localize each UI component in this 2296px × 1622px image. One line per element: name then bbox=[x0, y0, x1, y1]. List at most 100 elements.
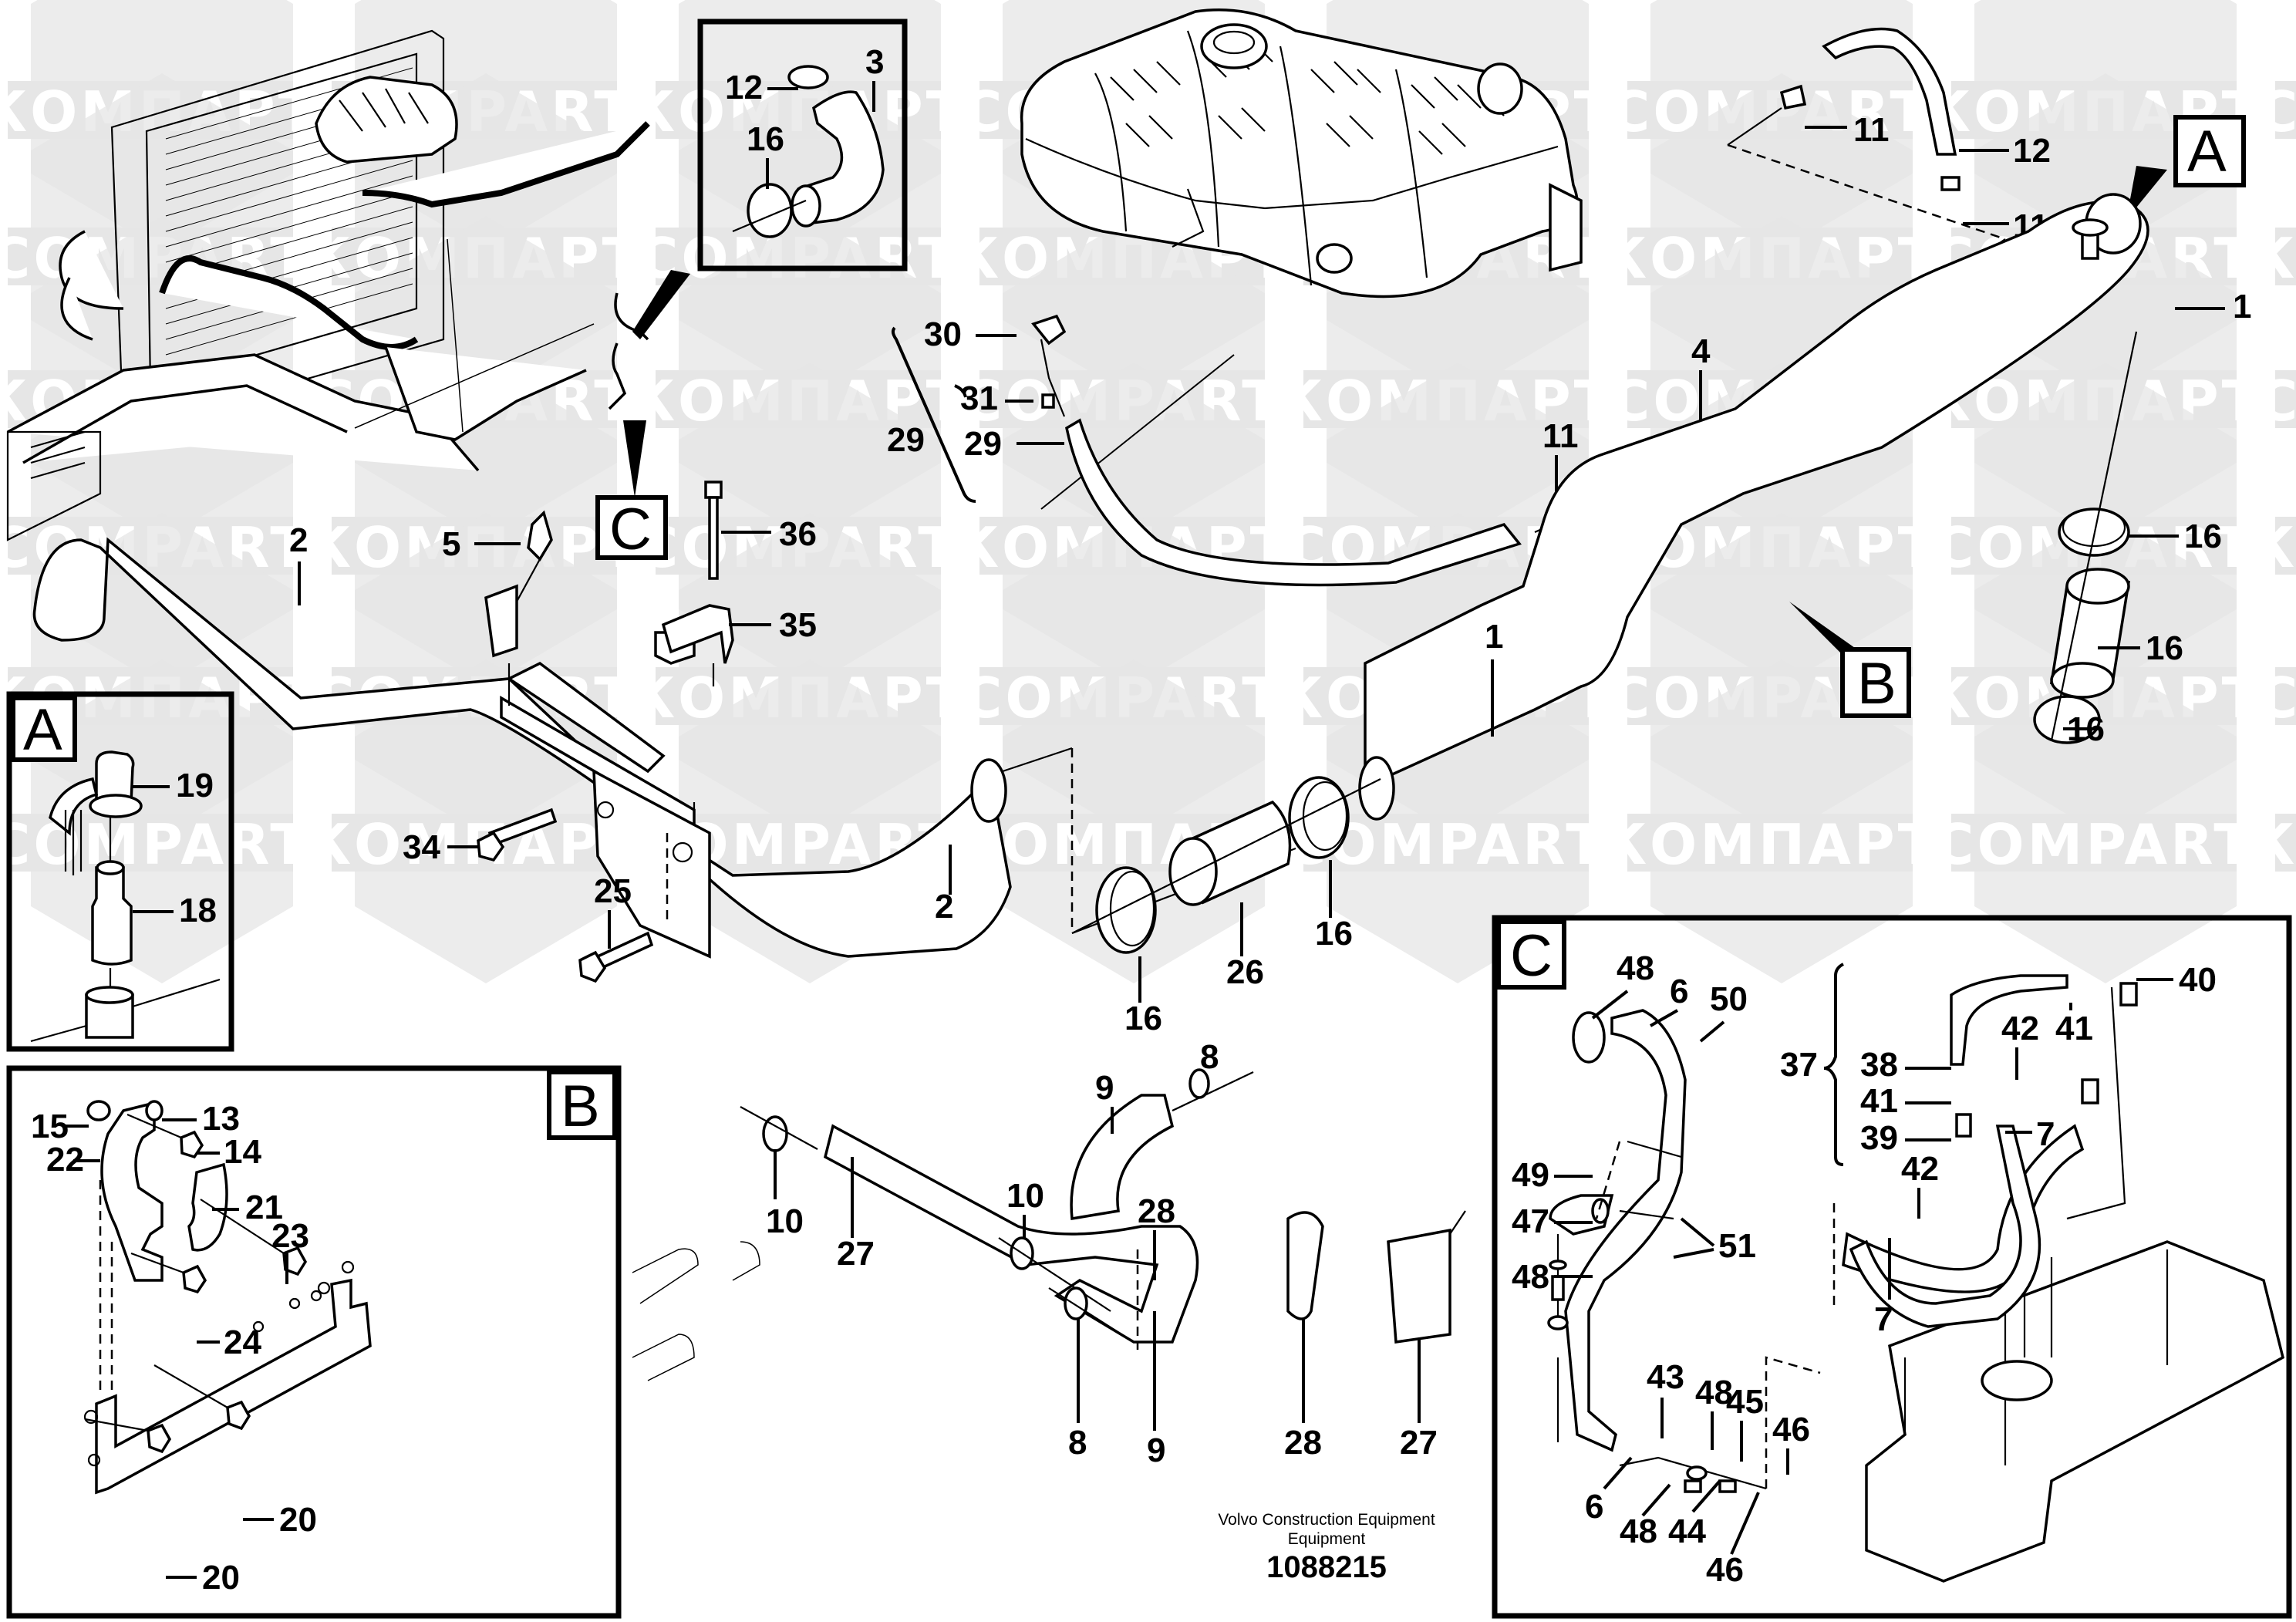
label-17: 16 bbox=[2146, 629, 2183, 667]
detail-c-panel: C bbox=[1492, 915, 2292, 1619]
watermark-text: КОМПАРТ bbox=[2249, 812, 2296, 877]
watermark-text: COMPART bbox=[2257, 369, 2296, 433]
detail-c-label-39: 39 bbox=[1860, 1119, 1898, 1157]
label-25: 25 bbox=[594, 872, 632, 910]
watermark-tile: КОМПАРТ bbox=[2249, 515, 2296, 580]
part-36-bolt bbox=[661, 481, 734, 686]
label-4: 4 bbox=[1691, 332, 1711, 370]
detail-c-title: C bbox=[1510, 923, 1553, 989]
watermark-tile: КОМПАРТ bbox=[2249, 226, 2296, 291]
detail-c-label-38: 38 bbox=[1860, 1046, 1898, 1084]
label-10: 10 bbox=[766, 1202, 804, 1240]
label-27: 27 bbox=[1400, 1424, 1438, 1462]
detail-c-label-48: 48 bbox=[1617, 949, 1654, 987]
label-2: 2 bbox=[289, 521, 308, 559]
label-28: 28 bbox=[1284, 1424, 1322, 1462]
label-33: 31 bbox=[960, 379, 998, 417]
label-11: 11 bbox=[1542, 417, 1579, 455]
label-11: 11 bbox=[1853, 111, 1890, 149]
label-5: 5 bbox=[442, 525, 460, 563]
label-1: 1 bbox=[2233, 288, 2251, 325]
label-8: 8 bbox=[1200, 1038, 1219, 1076]
detail-b-label-20: 20 bbox=[202, 1559, 240, 1597]
detail-b-label-24: 24 bbox=[224, 1324, 261, 1361]
label-34: 34 bbox=[403, 828, 440, 866]
callout-a-label: A bbox=[2187, 119, 2227, 184]
label-31: 29 bbox=[964, 425, 1002, 463]
watermark-tile: КОМПАРТ bbox=[2249, 812, 2296, 877]
detail-c-label-45: 45 bbox=[1726, 1383, 1764, 1421]
label-16: 16 bbox=[2184, 518, 2222, 555]
watermark-text: COMPART bbox=[0, 812, 311, 877]
label-16: 16 bbox=[747, 120, 784, 158]
watermark-tile: COMPART bbox=[2257, 369, 2296, 433]
detail-c-label-46: 46 bbox=[1706, 1551, 1744, 1589]
detail-b-title: B bbox=[561, 1074, 600, 1139]
detail-b-label-21: 21 bbox=[245, 1189, 283, 1226]
detail-b-label-13: 13 bbox=[202, 1100, 240, 1138]
detail-b-label-15: 15 bbox=[31, 1108, 69, 1145]
label-26: 26 bbox=[1226, 953, 1264, 991]
callout-b-pointer bbox=[1789, 602, 1911, 718]
detail-c-label-37: 37 bbox=[1780, 1046, 1818, 1084]
part-17-sleeve bbox=[2033, 331, 2138, 744]
detail-c-label-42: 42 bbox=[2001, 1010, 2039, 1047]
callout-c-label: C bbox=[609, 497, 652, 562]
label-10: 10 bbox=[1006, 1177, 1044, 1215]
label-30: 29 bbox=[887, 421, 925, 459]
publisher-caption: Volvo Construction Equipment bbox=[1218, 1511, 1435, 1529]
part-1-hose bbox=[1358, 193, 2149, 821]
part-3-overview-marker bbox=[608, 270, 690, 410]
detail-a-label-18: 18 bbox=[179, 892, 217, 929]
detail-b-label-14: 14 bbox=[224, 1133, 261, 1171]
drawing-number: 1088215 bbox=[1266, 1550, 1387, 1584]
detail-c-label-44: 44 bbox=[1668, 1512, 1706, 1550]
watermark-text: КОМПАРТ bbox=[305, 812, 643, 877]
inset-part-3 bbox=[697, 19, 908, 271]
label-9: 9 bbox=[1095, 1069, 1114, 1107]
watermark-text: COMPART bbox=[2257, 666, 2296, 730]
watermark-text: КОМПАРТ bbox=[2249, 226, 2296, 291]
detail-c-label-42: 42 bbox=[1901, 1150, 1939, 1188]
watermark-text: COMPART bbox=[1934, 812, 2255, 877]
detail-b-panel: B bbox=[6, 1065, 622, 1619]
detail-c-label-43: 43 bbox=[1647, 1358, 1684, 1396]
caption-equipment: Equipment bbox=[1288, 1530, 1366, 1548]
part-29-hoses bbox=[632, 1068, 1466, 1381]
detail-a-panel: A bbox=[6, 691, 234, 1052]
detail-c-label-7: 7 bbox=[2036, 1115, 2055, 1153]
label-1: 1 bbox=[1485, 618, 1503, 656]
detail-c-label-50: 50 bbox=[1710, 980, 1748, 1018]
detail-c-label-49: 49 bbox=[1512, 1156, 1549, 1194]
detail-c-label-48: 48 bbox=[1512, 1258, 1549, 1296]
part-31-hose bbox=[1031, 314, 1522, 587]
watermark-tile: КОМПАРТ bbox=[1601, 659, 1936, 983]
label-3: 3 bbox=[865, 43, 884, 81]
label-29: 28 bbox=[1138, 1192, 1175, 1230]
part-26-sleeve bbox=[1071, 776, 1381, 954]
label-16: 12 bbox=[725, 69, 763, 106]
detail-a-title: A bbox=[23, 697, 62, 763]
detail-c-label-48: 48 bbox=[1620, 1512, 1657, 1550]
label-12: 12 bbox=[2013, 132, 2051, 170]
detail-c-label-6: 6 bbox=[1585, 1488, 1603, 1526]
callout-b-label: B bbox=[1857, 651, 1896, 717]
detail-c-label-40: 40 bbox=[2179, 961, 2217, 999]
label-35: 35 bbox=[779, 606, 817, 644]
detail-c-label-47: 47 bbox=[1512, 1202, 1549, 1240]
watermark-text: COMPART bbox=[2257, 79, 2296, 144]
detail-c-label-51: 51 bbox=[1718, 1227, 1756, 1265]
detail-b-label-23: 23 bbox=[271, 1217, 309, 1255]
detail-c-label-46: 46 bbox=[1772, 1411, 1810, 1448]
label-29: 27 bbox=[837, 1235, 875, 1273]
label-9: 9 bbox=[1147, 1431, 1165, 1469]
label-16: 16 bbox=[1315, 915, 1353, 953]
detail-b-label-20: 20 bbox=[279, 1501, 317, 1539]
detail-c-label-7: 7 bbox=[1874, 1300, 1893, 1338]
detail-a-label-19: 19 bbox=[176, 767, 214, 804]
expansion-tank bbox=[1020, 8, 1583, 510]
label-32: 30 bbox=[924, 315, 962, 353]
part-5-sensor bbox=[516, 510, 553, 602]
callout-c-pointer bbox=[595, 420, 668, 560]
